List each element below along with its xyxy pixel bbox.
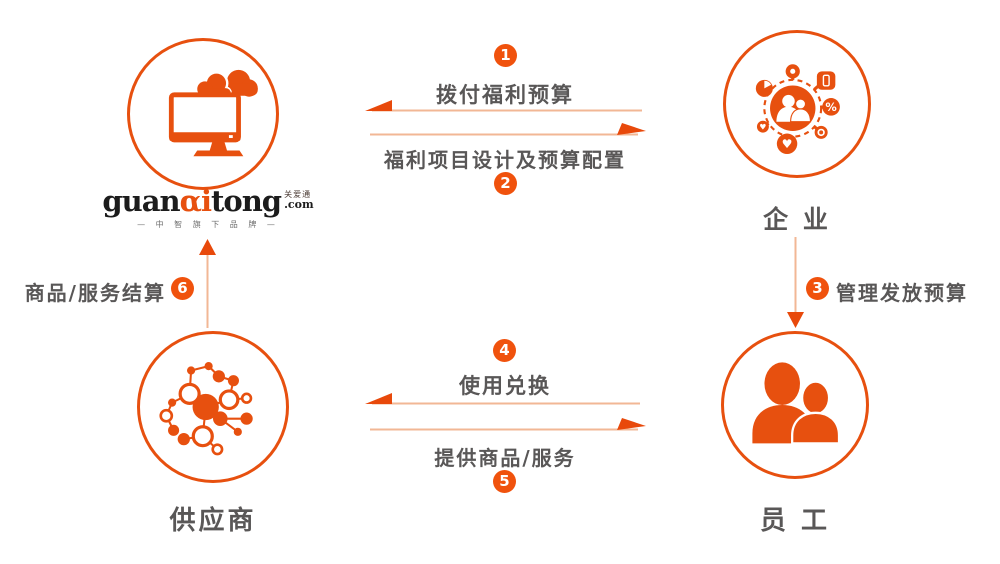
employee-label: 员 工 [759,506,831,536]
person-small [791,380,841,445]
flow-6-badge: 6 [171,277,194,300]
flow-1-badge: 1 [494,44,517,67]
percent-icon [822,98,840,116]
flow-5-label: 提供商品/服务 [434,446,576,470]
logo-accent: αi [179,184,212,218]
arrow-left-icon-4 [365,393,392,404]
phone-icon [816,71,836,90]
target-icon [814,125,828,139]
enterprise-label: 企 业 [763,205,831,234]
supply-network-icon [159,362,253,456]
logo-part2: tong [210,184,282,218]
flow-5-badge: 5 [493,470,516,493]
logo-domain: .com [284,198,314,211]
svg-text:♥: ♥ [782,137,793,151]
arrow-right-icon-2 [617,123,646,135]
svg-text:♥: ♥ [759,123,766,132]
hub-people-icon [776,94,812,123]
heart-icon [776,133,798,154]
flow-6-label: 商品/服务结算 [24,281,166,305]
node-enterprise-circle: % ♥ ♥ [723,30,871,178]
logo-cn: 关爱通 [284,190,312,199]
logo-part1: guan [102,184,180,218]
logo-tagline: — 中 智 旗 下 品 牌 — [137,220,279,229]
arrow-down-icon-3 [787,312,804,328]
node-employee-circle [721,331,869,479]
arrow-right-icon-5 [617,418,646,430]
people-icon [752,362,841,445]
cloud-back-icon [225,69,258,97]
arrow-up-icon-6 [199,239,216,255]
arrow-left-icon-1 [365,100,392,111]
flow-2-badge: 2 [494,172,517,195]
monitor-cloud-icon [168,69,258,157]
brand-logo: guanαitong 关爱通 .com — 中 智 旗 下 品 牌 — [102,186,313,230]
flow-1-label: 拨付福利预算 [436,83,574,107]
logo-wordmark: guanαitong [102,184,282,218]
small-heart-icon [756,120,769,133]
supplier-label: 供应商 [169,506,257,536]
pie-chart-icon [755,79,773,97]
satellite-icons: % ♥ ♥ [755,64,840,154]
org-network-icon: % ♥ ♥ [755,64,840,154]
flow-3-badge: 3 [806,277,829,300]
flow-3-label: 管理发放预算 [836,281,968,305]
flow-4-badge: 4 [493,339,516,362]
flow-2-label: 福利项目设计及预算配置 [384,148,626,172]
svg-text:%: % [825,100,837,114]
node-supplier-circle [137,331,289,483]
flow-4-label: 使用兑换 [459,374,551,398]
node-platform-circle [127,38,279,190]
molecule-nodes [159,362,253,456]
monitor-body [168,92,244,157]
